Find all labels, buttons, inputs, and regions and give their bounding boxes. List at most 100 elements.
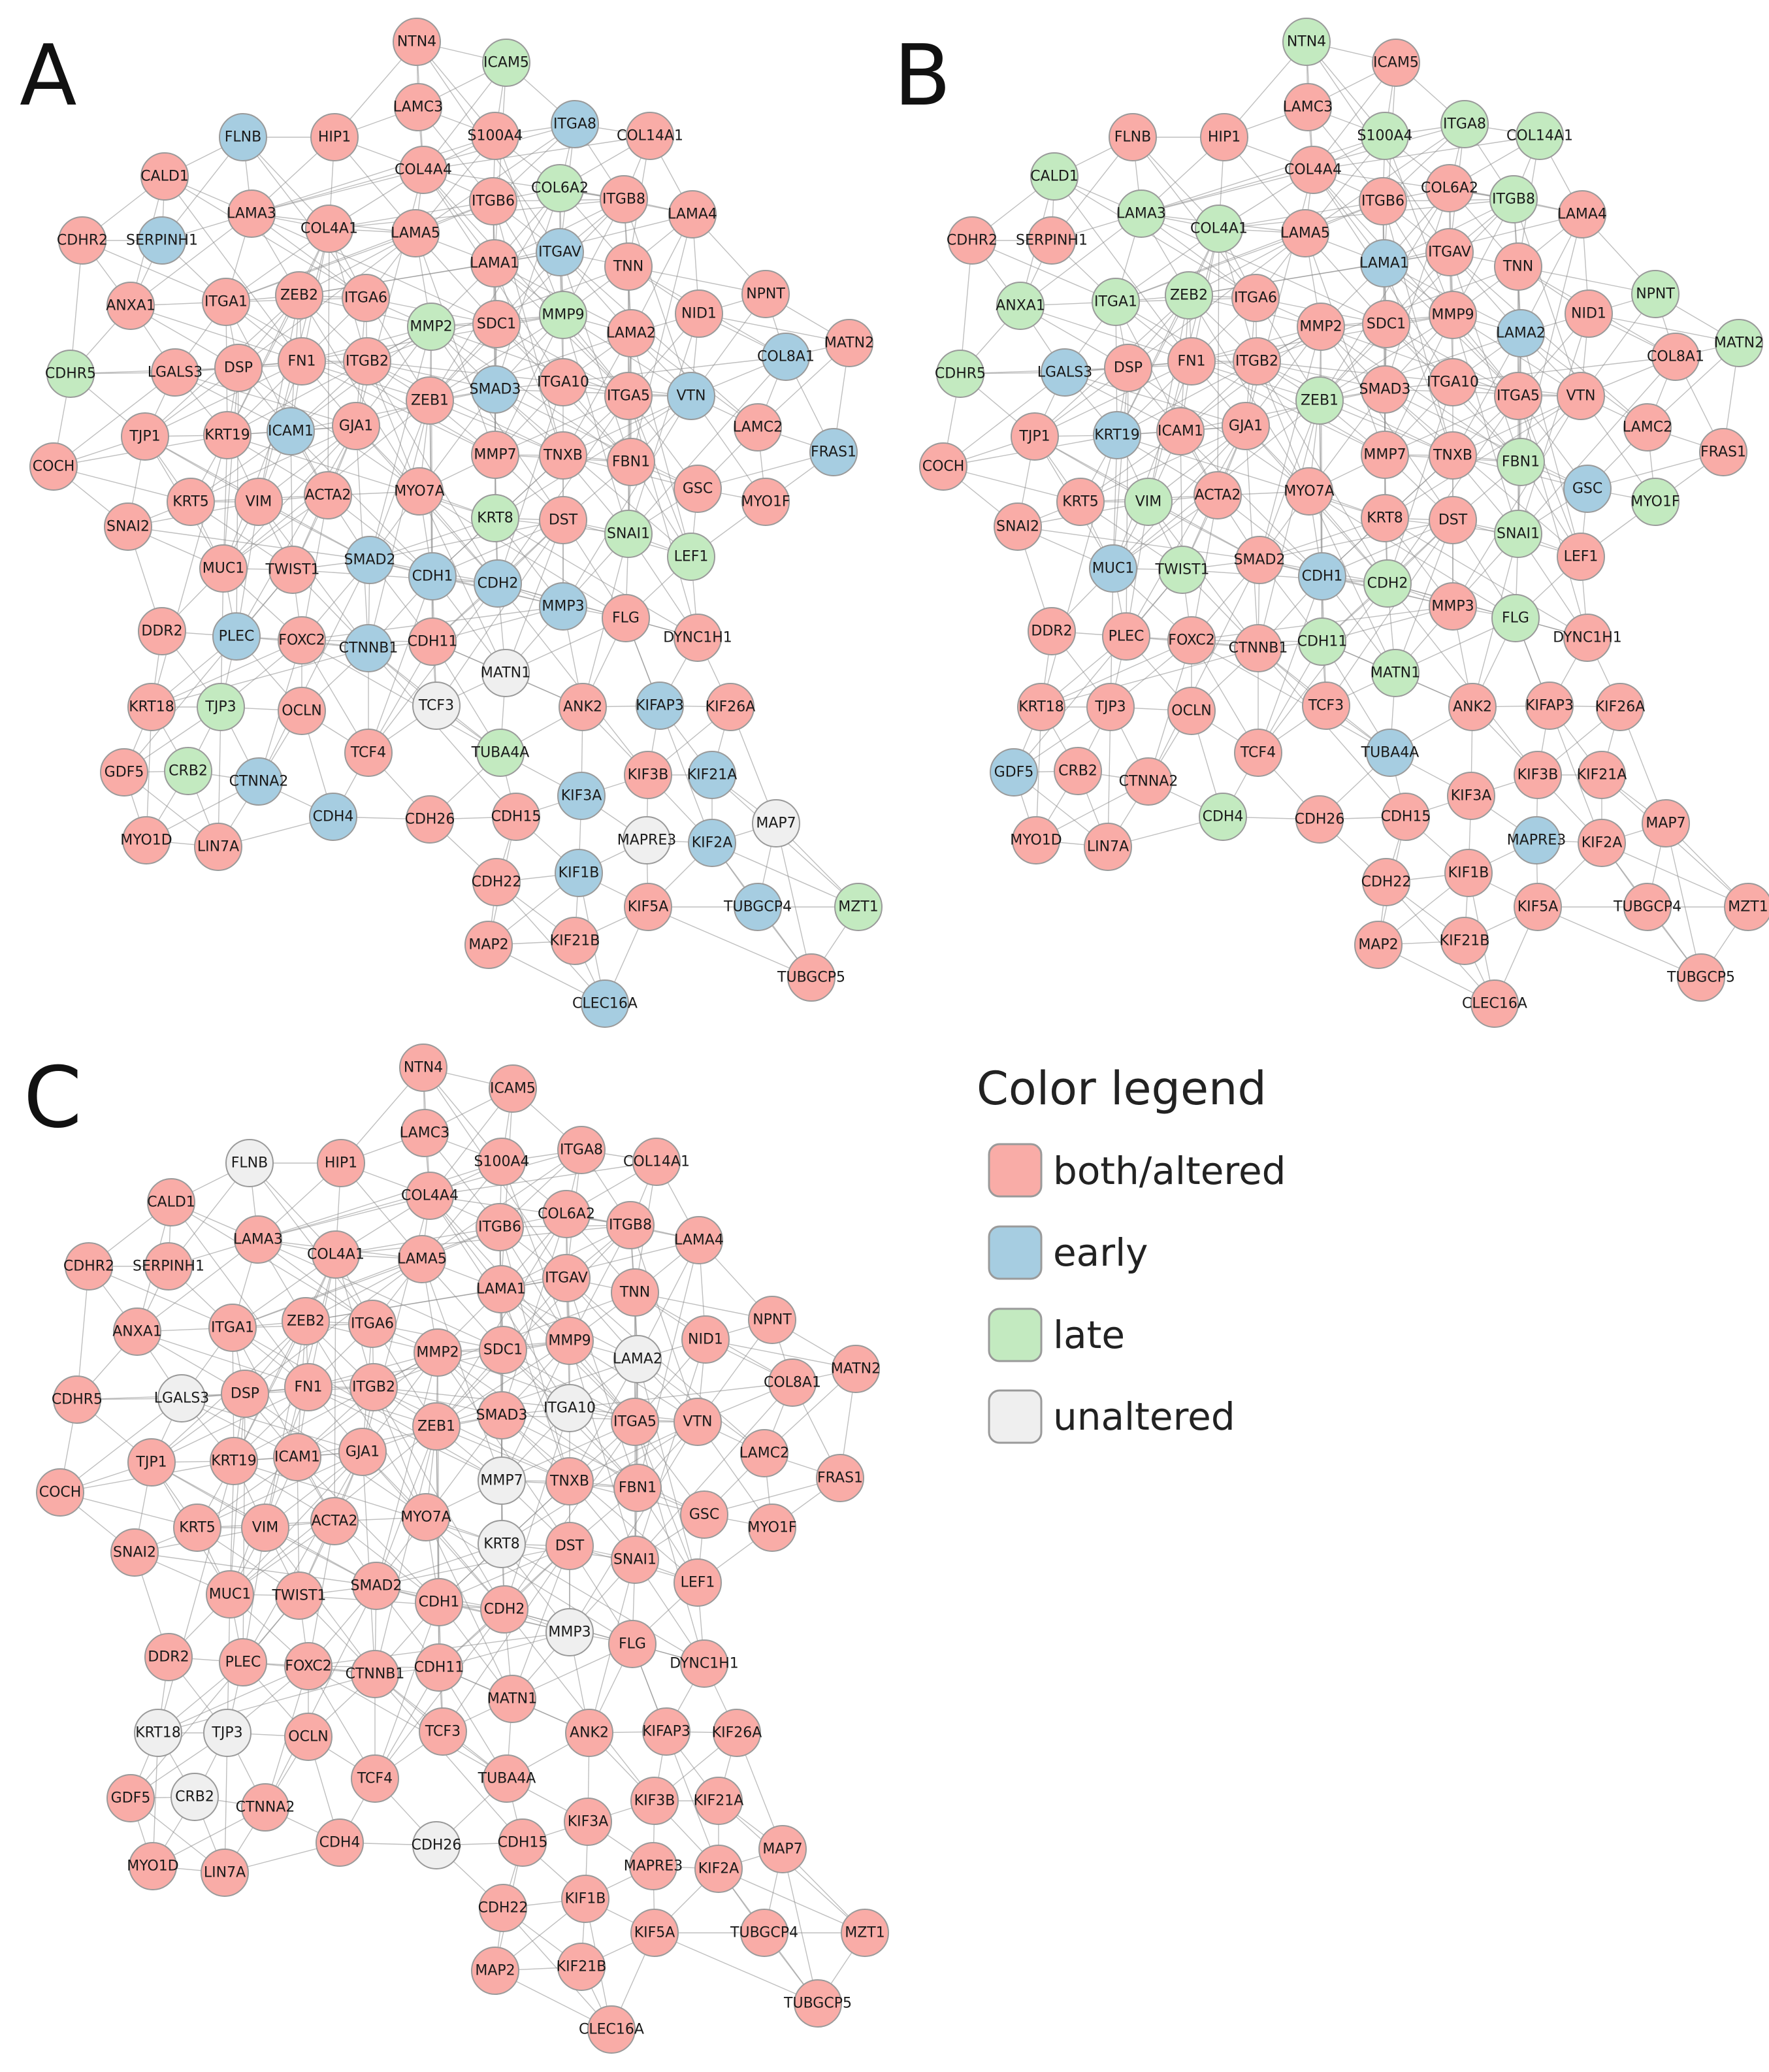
gene-node-myo1d: MYO1D xyxy=(127,1842,179,1890)
gene-node-label: LAMA5 xyxy=(1280,225,1330,242)
gene-node-cdh1: CDH1 xyxy=(415,1578,463,1626)
edge xyxy=(290,389,496,432)
edge xyxy=(494,263,564,456)
gene-node-twist1: TWIST1 xyxy=(271,1571,327,1620)
gene-node-circle xyxy=(1578,819,1626,867)
gene-node-circle xyxy=(675,1216,723,1264)
edge xyxy=(242,1451,363,1663)
gene-node-label: KIF2A xyxy=(692,835,733,851)
gene-node-kif26a: KIF26A xyxy=(712,1709,762,1757)
gene-node-label: ITGB8 xyxy=(1492,191,1535,208)
gene-node-label: TNXB xyxy=(543,448,583,464)
gene-node-label: COL8A1 xyxy=(1647,349,1704,365)
gene-node-cdh15: CDH15 xyxy=(498,1818,548,1867)
gene-node-kifap3: KIFAP3 xyxy=(642,1707,690,1756)
edge xyxy=(1537,906,1702,978)
gene-node-gja1: GJA1 xyxy=(338,1428,387,1476)
gene-node-circle xyxy=(604,510,653,558)
gene-node-s100a4: S100A4 xyxy=(467,112,523,160)
edge xyxy=(229,1387,309,1595)
gene-node-circle xyxy=(1028,607,1076,655)
gene-node-circle xyxy=(1497,309,1545,357)
edge xyxy=(501,1161,570,1341)
gene-node-myo1f: MYO1F xyxy=(747,1504,797,1552)
gene-node-mmp9: MMP9 xyxy=(545,1317,594,1365)
gene-node-label: KRT8 xyxy=(1367,510,1403,527)
gene-node-label: MATN1 xyxy=(481,665,530,682)
gene-node-label: CRB2 xyxy=(1058,763,1097,780)
gene-node-ctnnb1: CTNNB1 xyxy=(339,624,398,672)
edge xyxy=(429,199,625,401)
edge xyxy=(1386,881,1495,1004)
gene-node-label: CTNNB1 xyxy=(1229,640,1288,657)
edge xyxy=(500,1240,700,1290)
gene-node-label: KIF3B xyxy=(1517,767,1559,783)
edge xyxy=(1384,395,1582,519)
edge xyxy=(232,1327,335,1522)
edge xyxy=(301,361,496,455)
gene-node-circle xyxy=(557,1943,606,1991)
gene-node-label: FRAS1 xyxy=(817,1470,863,1487)
edge xyxy=(1312,169,1519,397)
gene-node-label: FN1 xyxy=(287,354,316,370)
edge xyxy=(1259,519,1453,561)
edge xyxy=(566,1277,765,1454)
gene-node-label: CDH15 xyxy=(498,1835,548,1851)
edge xyxy=(251,213,497,325)
edge xyxy=(59,1398,182,1493)
edge xyxy=(1128,233,1306,369)
gene-node-circle xyxy=(477,1265,525,1313)
edge xyxy=(308,1387,502,1481)
gene-node-cdhr2: CDHR2 xyxy=(57,216,108,265)
gene-node-mzt1: MZT1 xyxy=(1724,883,1769,931)
gene-node-circle xyxy=(1631,270,1680,318)
gene-node-label: HIP1 xyxy=(325,1155,357,1172)
gene-node-circle xyxy=(1124,757,1173,806)
edge xyxy=(1319,333,1521,401)
gene-node-label: OCLN xyxy=(282,703,321,719)
gene-node-foxc2: FOXC2 xyxy=(278,616,326,665)
gene-node-zeb1: ZEB1 xyxy=(406,376,454,425)
gene-node-label: MMP3 xyxy=(542,599,584,615)
gene-node-cdh1: CDH1 xyxy=(408,552,457,600)
gene-node-circle xyxy=(147,1178,195,1226)
edge xyxy=(1141,169,1314,214)
gene-node-lama2: LAMA2 xyxy=(1496,309,1546,357)
gene-node-ocln: OCLN xyxy=(278,687,326,735)
edge xyxy=(1258,576,1323,753)
gene-node-gdf5: GDF5 xyxy=(106,1774,155,1822)
gene-node-label: DYNC1H1 xyxy=(1553,630,1622,646)
gene-node-cdh2: CDH2 xyxy=(474,559,522,608)
edge xyxy=(495,389,692,557)
gene-node-circle xyxy=(134,1709,182,1757)
edge xyxy=(170,1202,309,1388)
gene-node-label: NTN4 xyxy=(397,34,436,50)
gene-node-label: DSP xyxy=(224,360,253,376)
gene-node-label: ITGAV xyxy=(538,244,581,261)
legend-item-late: late xyxy=(988,1307,1125,1362)
gene-node-circle xyxy=(348,1300,397,1348)
gene-node-label: VIM xyxy=(252,1520,279,1536)
gene-node-zeb2: ZEB2 xyxy=(282,1297,330,1345)
edge xyxy=(1515,617,1602,844)
gene-node-itga6: ITGA6 xyxy=(342,274,390,322)
gene-node-circle xyxy=(1514,751,1562,799)
edge xyxy=(501,1543,705,1664)
gene-node-col8a1: COL8A1 xyxy=(764,1358,821,1407)
gene-node-label: CDH15 xyxy=(1381,809,1431,825)
gene-node-circle xyxy=(1361,494,1409,542)
gene-node-circle xyxy=(104,502,152,551)
edge xyxy=(1384,62,1397,264)
gene-node-label: FRAS1 xyxy=(1700,444,1746,461)
gene-node-label: CDH1 xyxy=(419,1594,460,1611)
gene-node-circle xyxy=(1054,747,1102,795)
gene-node-circle xyxy=(284,1642,333,1690)
gene-node-circle xyxy=(1699,428,1747,476)
edge xyxy=(442,1545,570,1732)
gene-node-circle xyxy=(391,209,440,257)
edge xyxy=(495,395,629,455)
gene-node-col8a1: COL8A1 xyxy=(1647,333,1704,381)
gene-node-circle xyxy=(1284,83,1332,131)
gene-node-itga8: ITGA8 xyxy=(557,1126,606,1174)
edge xyxy=(562,395,692,607)
